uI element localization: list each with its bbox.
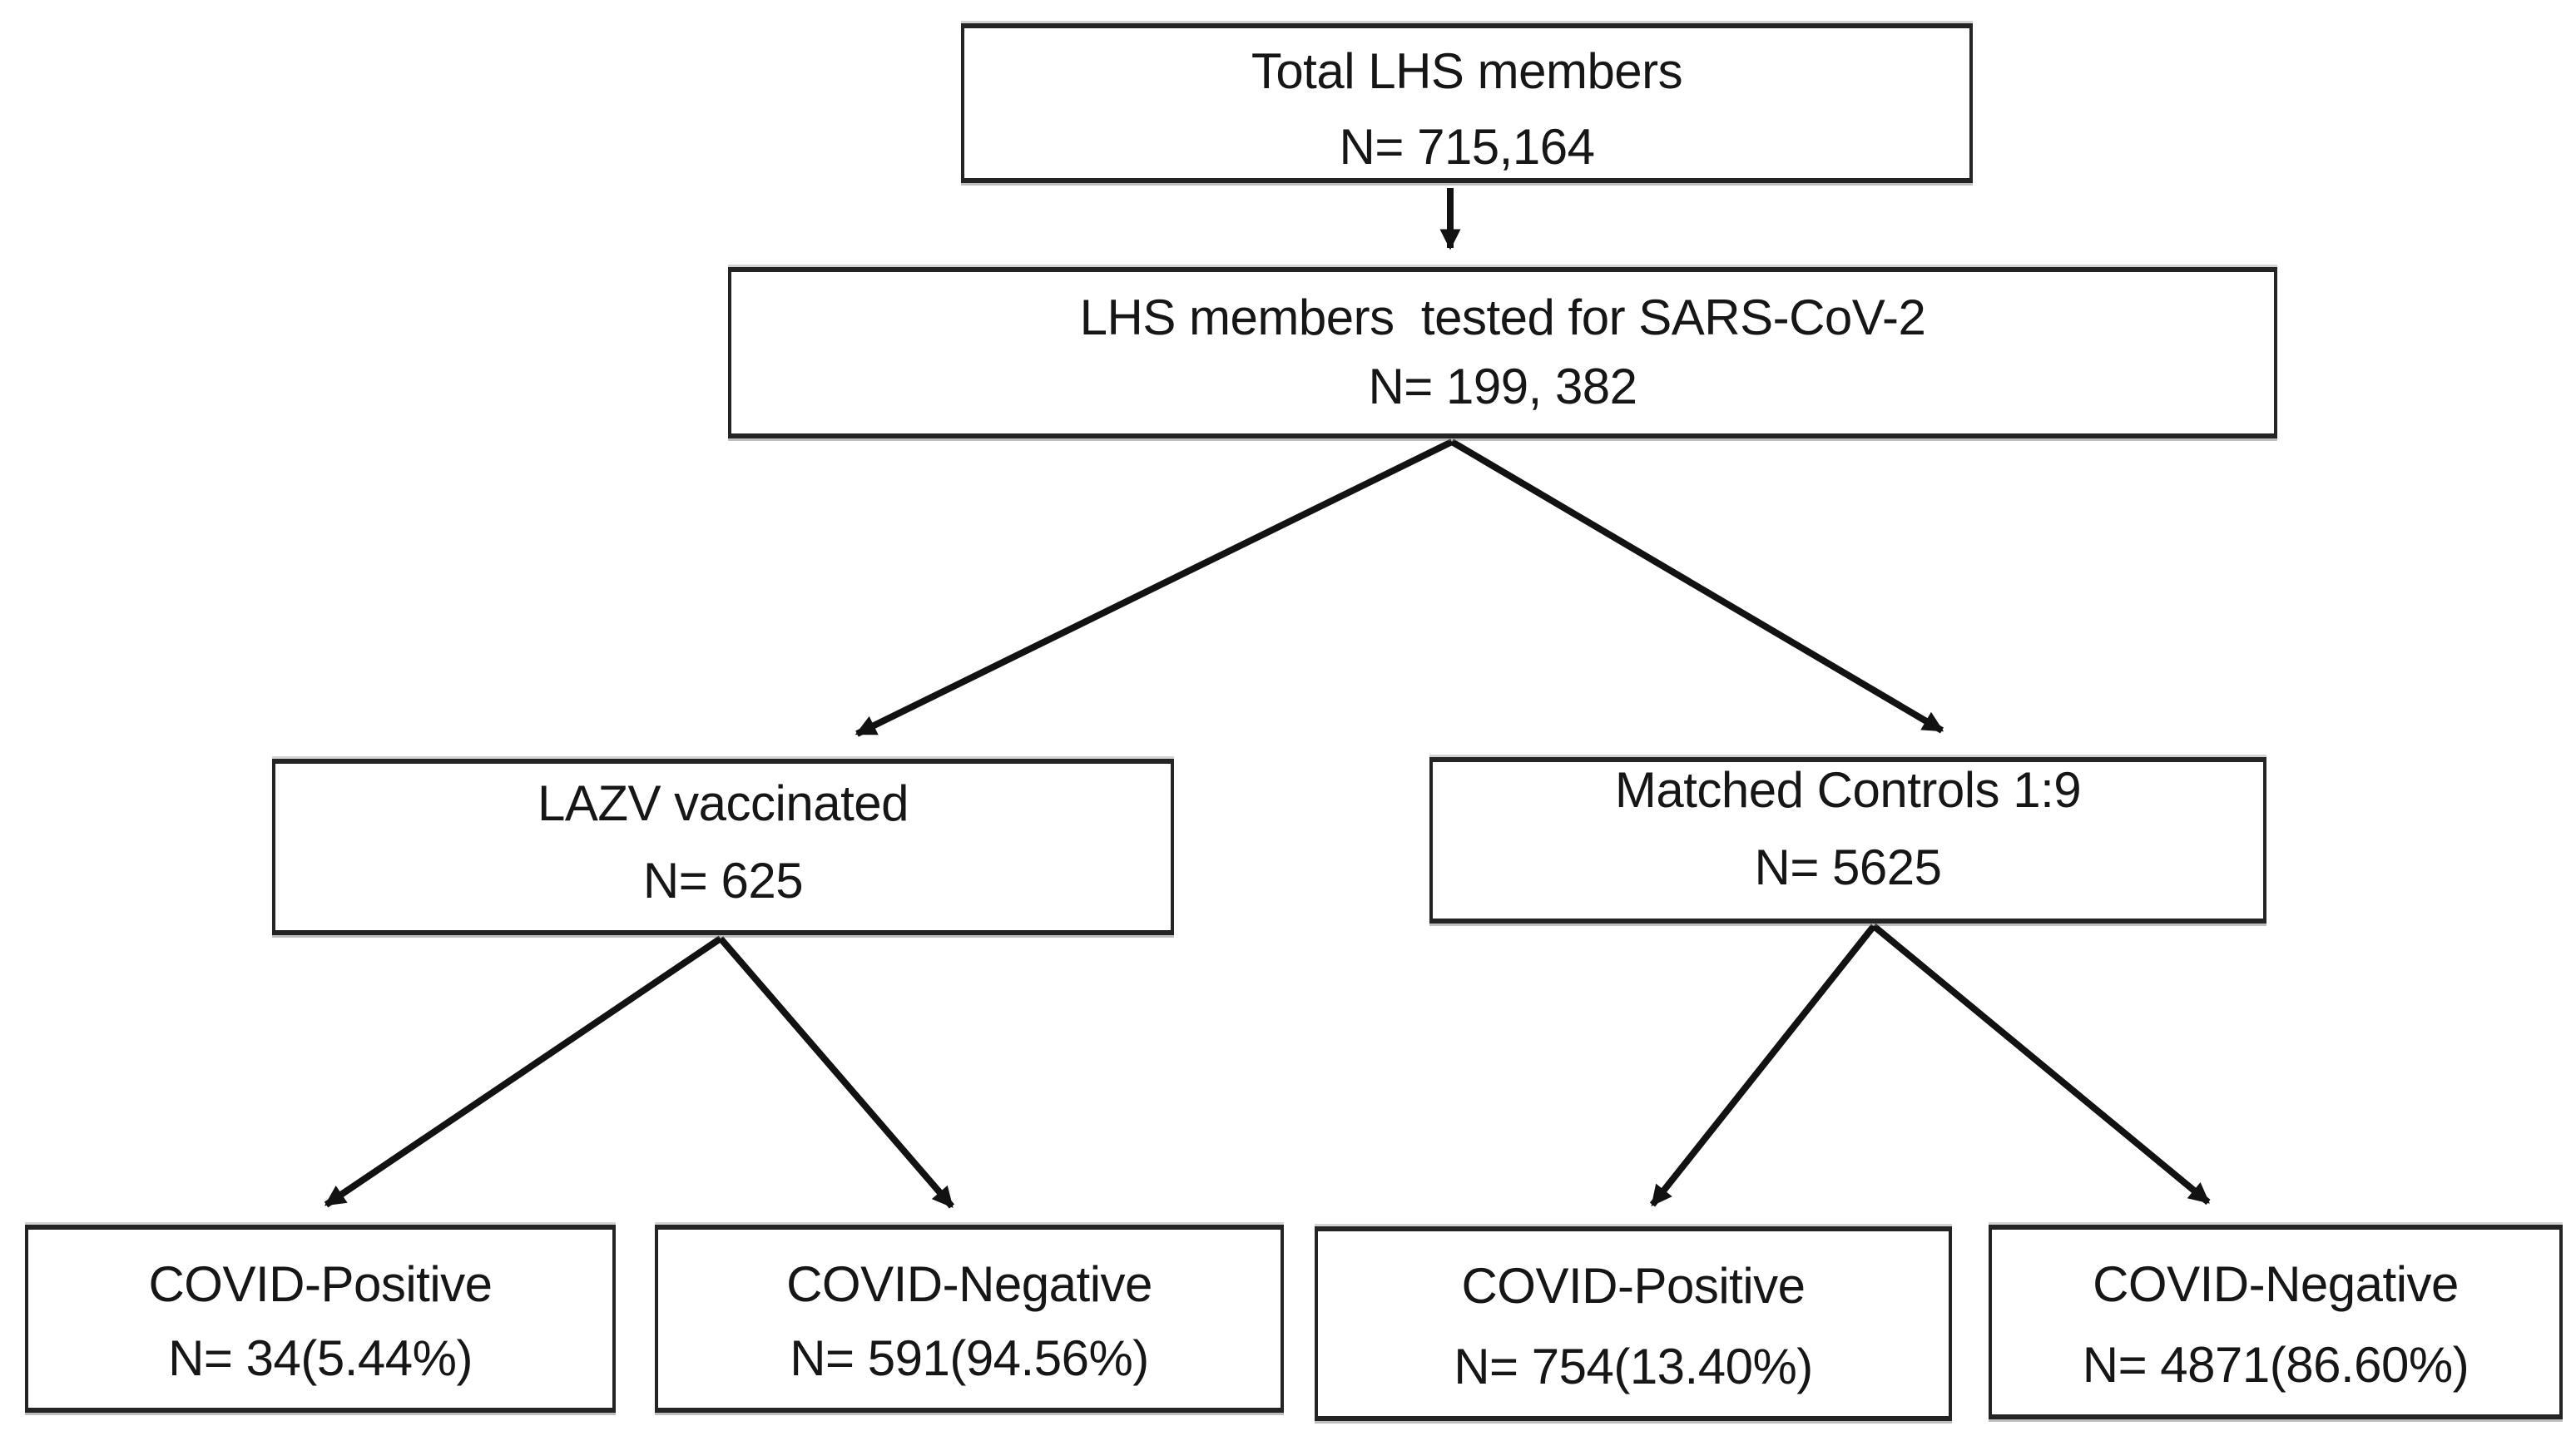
- node-title: Total LHS members: [1251, 43, 1683, 99]
- node-count: N= 5625: [1754, 839, 1942, 896]
- node-title: COVID-Negative: [2093, 1256, 2459, 1312]
- node-count: N= 34(5.44%): [168, 1330, 473, 1387]
- node-title: LAZV vaccinated: [537, 775, 909, 831]
- arrow-tested-to-vaccinated: [855, 438, 1454, 737]
- arrow-controls-to-covid-positive: [1649, 924, 1877, 1207]
- node-tested-for-sars-cov-2: LHS members tested for SARS-CoV-2 N= 199…: [728, 267, 2277, 438]
- node-count: N= 591(94.56%): [790, 1330, 1149, 1387]
- node-count: N= 754(13.40%): [1454, 1339, 1813, 1395]
- node-title: Matched Controls 1:9: [1614, 762, 2082, 818]
- node-vaccinated-covid-negative: COVID-Negative N= 591(94.56%): [655, 1225, 1284, 1413]
- node-vaccinated-covid-positive: COVID-Positive N= 34(5.44%): [25, 1225, 616, 1413]
- node-title: COVID-Positive: [148, 1256, 493, 1312]
- arrow-tested-to-controls: [1449, 438, 1944, 734]
- node-count: N= 715,164: [1339, 119, 1595, 176]
- node-matched-controls: Matched Controls 1:9 N= 5625: [1429, 757, 2266, 924]
- node-title: COVID-Positive: [1461, 1258, 1806, 1314]
- node-count: N= 4871(86.60%): [2082, 1337, 2469, 1394]
- node-count: N= 199, 382: [1368, 359, 1637, 414]
- arrow-vaccinated-to-covid-negative: [717, 936, 955, 1209]
- node-title: COVID-Negative: [786, 1256, 1152, 1312]
- node-total-lhs-members: Total LHS members N= 715,164: [961, 23, 1973, 183]
- arrow-controls-to-covid-negative: [1871, 923, 2211, 1206]
- node-count: N= 625: [642, 853, 804, 909]
- node-title: LHS members tested for SARS-CoV-2: [1079, 290, 1926, 346]
- node-controls-covid-positive: COVID-Positive N= 754(13.40%): [1315, 1226, 1952, 1421]
- arrow-vaccinated-to-covid-positive: [324, 935, 723, 1208]
- node-lazv-vaccinated: LAZV vaccinated N= 625: [272, 759, 1174, 935]
- node-controls-covid-negative: COVID-Negative N= 4871(86.60%): [1989, 1225, 2563, 1419]
